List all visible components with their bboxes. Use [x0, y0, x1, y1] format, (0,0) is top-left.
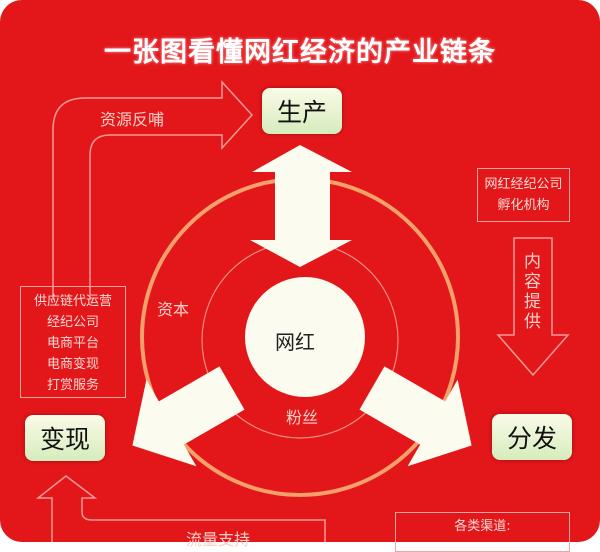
fans-label: 粉丝 — [286, 408, 319, 427]
page-title: 一张图看懂网红经济的产业链条 — [104, 37, 496, 68]
arrow-to-distribution — [359, 366, 472, 467]
resource-feedback-label: 资源反哺 — [100, 110, 165, 129]
channels-title: 各类渠道: — [454, 519, 511, 534]
arrow-to-monetization — [132, 366, 245, 467]
list-item: 网红经纪公司 — [484, 177, 563, 192]
list-item: 经纪公司 — [46, 315, 99, 330]
center-circle — [245, 277, 365, 397]
channels-box: 各类渠道: — [395, 512, 570, 552]
stage-distribution: 分发 — [492, 414, 572, 460]
list-item: 电商平台 — [46, 336, 99, 351]
content-supply-label: 内容提供 — [524, 252, 541, 332]
content-supply-arrow — [496, 237, 570, 377]
resource-feedback-arrow — [52, 80, 254, 300]
list-item: 打赏服务 — [46, 378, 99, 393]
list-item: 电商变现 — [46, 357, 99, 372]
list-item: 孵化机构 — [497, 198, 550, 213]
capital-label: 资本 — [157, 300, 190, 319]
center-label: 网红 — [275, 330, 315, 354]
traffic-support-label: 流量支持 — [186, 530, 251, 549]
double-arrow-production — [250, 145, 352, 267]
production-list: 网红经纪公司 孵化机构 — [477, 168, 570, 222]
list-item: 供应链代运营 — [33, 294, 112, 309]
stage-monetization: 变现 — [25, 415, 105, 461]
stage-production: 生产 — [262, 88, 342, 134]
traffic-support-arrow — [35, 475, 326, 542]
monetization-list: 供应链代运营 经纪公司 电商平台 电商变现 打赏服务 — [20, 286, 126, 398]
